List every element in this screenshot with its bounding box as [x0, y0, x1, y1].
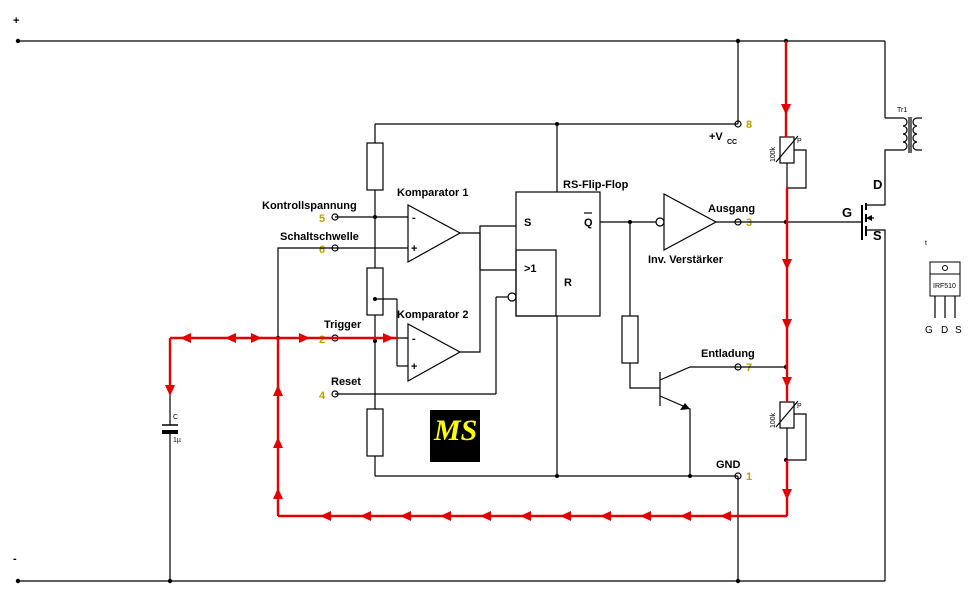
arrow-left — [560, 511, 571, 521]
arrow-right — [299, 333, 310, 343]
flipflop-title: RS-Flip-Flop — [563, 179, 629, 191]
package-pin-s: S — [955, 325, 962, 336]
package-pin-g: G — [925, 325, 933, 336]
arrow-right — [383, 333, 394, 343]
arrow-down — [781, 104, 791, 115]
logo-text: MS — [433, 414, 477, 447]
arrow-left — [480, 511, 491, 521]
pin-5-label: Kontrollspannung — [262, 200, 357, 212]
arrow-down — [782, 319, 792, 330]
vcc-label: +V — [709, 131, 723, 143]
irf510-package: t IRF510 G D S — [925, 240, 962, 336]
flipflop-r-label: R — [564, 277, 572, 289]
pin-7-label: Entladung — [701, 348, 755, 360]
arrow-left — [360, 511, 371, 521]
pot-1-value: 100k — [770, 146, 777, 162]
capacitor-value: 1µ — [173, 437, 181, 444]
ic-internal: - + - + S >1 R Q RS-Flip-Flop — [335, 41, 739, 478]
arrow-down — [782, 259, 792, 270]
mosfet-source-label: S — [873, 228, 882, 243]
potentiometer-1: 100k P — [770, 135, 807, 189]
or-gate-label: >1 — [524, 263, 537, 275]
arrow-left — [680, 511, 691, 521]
arrow-up — [273, 385, 283, 396]
potentiometer-2: 100k P — [770, 400, 807, 461]
capacitor-label: C — [173, 414, 178, 421]
capacitor: C 1µ — [162, 414, 181, 444]
inverter-label: Inv. Verstärker — [648, 254, 724, 266]
arrow-left — [440, 511, 451, 521]
transformer-label: Tr1 — [897, 107, 907, 114]
pin-1-number: 1 — [746, 471, 752, 483]
pin-2-number: 2 — [319, 334, 325, 346]
divider-resistor-2 — [366, 267, 384, 316]
rs-flip-flop — [515, 191, 601, 317]
mosfet: D G S — [842, 177, 886, 581]
base-resistor — [621, 315, 639, 364]
pin-4-label: Reset — [331, 376, 361, 388]
pin-4-number: 4 — [319, 390, 326, 402]
comp1-plus: + — [411, 243, 417, 255]
comp1-minus: - — [412, 212, 416, 224]
pin-5-number: 5 — [319, 213, 325, 225]
comparator-2 — [407, 322, 462, 383]
arrow-down — [165, 385, 175, 396]
arrow-left — [320, 511, 331, 521]
pot-1-tag: P — [797, 138, 802, 145]
pot-2-value: 100k — [770, 412, 777, 428]
arrow-up — [273, 437, 283, 448]
pin-8-number: 8 — [746, 119, 752, 131]
arrow-left — [180, 333, 191, 343]
divider-resistor-1 — [366, 142, 384, 191]
flipflop-q-label: Q — [584, 217, 593, 229]
pot-2-tag: P — [797, 403, 802, 410]
pin-7-number: 7 — [746, 362, 752, 374]
pin-6-number: 6 — [319, 244, 325, 256]
package-tag: t — [925, 240, 927, 247]
arrow-left — [400, 511, 411, 521]
flipflop-s-label: S — [524, 217, 531, 229]
mosfet-gate-label: G — [842, 205, 852, 220]
arrow-left — [520, 511, 531, 521]
comp2-plus: + — [411, 361, 417, 373]
pin-3-label: Ausgang — [708, 203, 755, 215]
comparator-1-label: Komparator 1 — [397, 187, 469, 199]
divider-resistor-3 — [366, 408, 384, 457]
arrow-down — [782, 489, 792, 500]
supply-rails: + - — [13, 15, 885, 584]
arrow-left — [225, 333, 236, 343]
vcc-subscript: CC — [727, 139, 737, 146]
current-path — [165, 41, 792, 521]
mosfet-drain-label: D — [873, 177, 882, 192]
comparator-1 — [407, 203, 462, 264]
pin-1-label: GND — [716, 459, 741, 471]
comparator-2-label: Komparator 2 — [397, 309, 469, 321]
arrow-up — [273, 488, 283, 499]
arrow-left — [720, 511, 731, 521]
ms-logo: MS — [430, 410, 480, 462]
or-gate — [515, 249, 557, 317]
arrow-left — [600, 511, 611, 521]
ic-pins: 5 Kontrollspannung 6 Schaltschwelle 2 Tr… — [262, 119, 755, 483]
comp2-minus: - — [412, 333, 416, 345]
arrow-left — [640, 511, 651, 521]
pin-6-label: Schaltschwelle — [280, 231, 359, 243]
pin-3-number: 3 — [746, 217, 752, 229]
package-pin-d: D — [941, 325, 948, 336]
arrow-down — [782, 377, 792, 388]
transformer: Tr1 — [866, 41, 922, 206]
pin-2-label: Trigger — [324, 319, 362, 331]
arrow-right — [251, 333, 262, 343]
inverting-amplifier — [663, 192, 718, 252]
package-name: IRF510 — [933, 283, 956, 290]
minus-rail-label: - — [13, 553, 17, 565]
plus-rail-label: + — [13, 15, 19, 27]
